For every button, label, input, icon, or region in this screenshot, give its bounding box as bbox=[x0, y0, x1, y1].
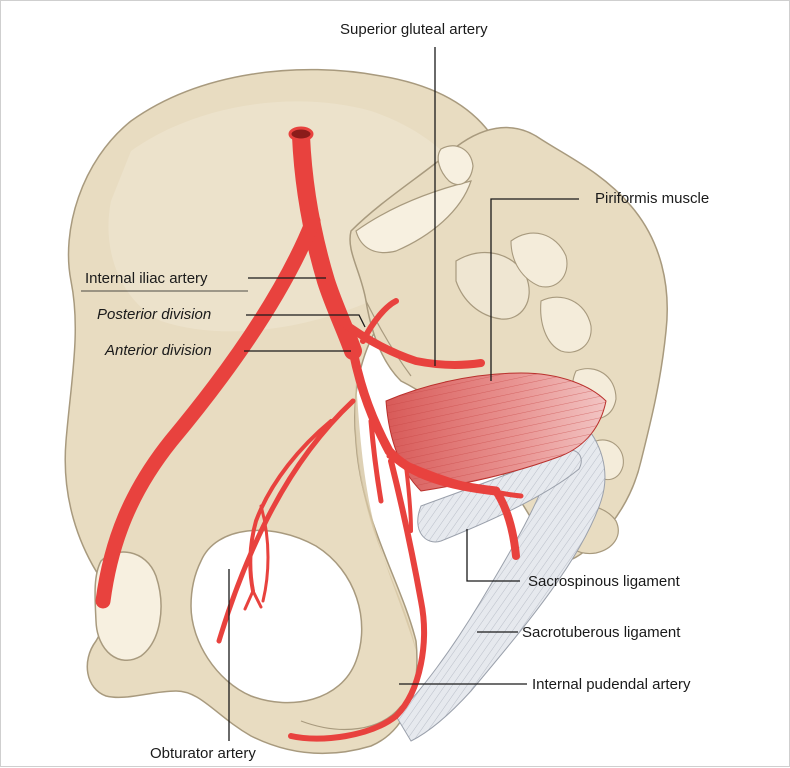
label-piriformis-muscle: Piriformis muscle bbox=[595, 190, 709, 208]
label-superior-gluteal-artery: Superior gluteal artery bbox=[340, 21, 488, 39]
label-internal-pudendal-artery: Internal pudendal artery bbox=[532, 676, 690, 694]
label-sacrospinous-ligament: Sacrospinous ligament bbox=[528, 573, 680, 591]
label-anterior-division: Anterior division bbox=[105, 342, 212, 360]
artery-cut-end bbox=[290, 128, 312, 140]
label-internal-iliac-artery: Internal iliac artery bbox=[85, 270, 208, 288]
label-posterior-division: Posterior division bbox=[97, 306, 211, 324]
label-sacrotuberous-ligament: Sacrotuberous ligament bbox=[522, 624, 680, 642]
label-obturator-artery: Obturator artery bbox=[150, 745, 256, 763]
